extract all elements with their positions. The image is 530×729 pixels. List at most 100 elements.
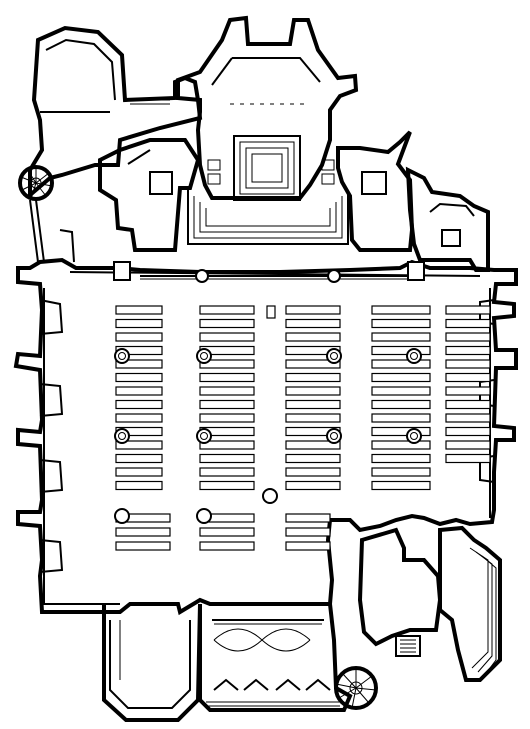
pew-inner-right-12: [371, 453, 431, 464]
west-entrance-tower: [102, 603, 202, 722]
southeast-sacristy: [405, 166, 490, 272]
northwest-tower: [28, 25, 203, 200]
nave-pillars: [114, 348, 422, 524]
pew-inner-right-9: [371, 413, 431, 423]
pew-outer-left-2: [115, 318, 163, 329]
pew-center-11: [285, 440, 341, 450]
pew-inner-right-3: [371, 332, 431, 342]
pew-inner-right-14: [371, 480, 431, 491]
pew-outer-right-12: [445, 453, 491, 464]
nave-pillar-3: [326, 348, 342, 364]
pew-center-12: [285, 453, 341, 464]
nave-pillar-core-7: [330, 432, 338, 440]
rear-pew-3-1: [285, 513, 331, 523]
pew-center-14: [285, 480, 341, 491]
nave-pillar-5: [114, 428, 130, 444]
pew-center-6: [285, 372, 341, 383]
pew-outer-right-5: [445, 359, 491, 369]
nave-pillar-core-4: [410, 352, 418, 360]
pew-inner-right-2: [371, 318, 431, 329]
pew-outer-left-9: [115, 413, 163, 423]
nave-pillar-1: [114, 348, 130, 364]
pew-inner-left-6: [199, 372, 255, 383]
nave-pillar-core-8: [410, 432, 418, 440]
pew-outer-right-1: [445, 305, 491, 315]
rear-pillar-1: [114, 508, 130, 524]
pew-inner-left-11: [199, 440, 255, 450]
pew-outer-right-9: [445, 413, 491, 423]
rear-pew-1-3: [115, 541, 171, 551]
pew-inner-left-5: [199, 359, 255, 369]
pew-inner-right-11: [371, 440, 431, 450]
pew-inner-left-9: [199, 413, 255, 423]
narthex: [198, 603, 353, 712]
pew-outer-right-10: [445, 426, 491, 437]
pew-center-13: [285, 467, 341, 477]
pew-outer-right-7: [445, 386, 491, 396]
pews: [115, 305, 491, 551]
rear-pillar-2: [196, 508, 212, 524]
northwest-spiral-stair: [18, 165, 54, 201]
pew-inner-right-8: [371, 399, 431, 410]
pew-inner-right-6: [371, 372, 431, 383]
chancel-rail: [113, 261, 425, 283]
rear-pew-3-2: [285, 527, 331, 537]
rear-pew-3-3: [285, 541, 331, 551]
nave-pillar-core-1: [118, 352, 126, 360]
pew-center-9: [285, 413, 341, 423]
pew-center-8: [285, 399, 341, 410]
pew-inner-right-4: [371, 345, 431, 356]
pew-center-1: [285, 305, 341, 315]
nave-pillar-7: [326, 428, 342, 444]
pew-inner-right-1: [371, 305, 431, 315]
pew-outer-left-7: [115, 386, 163, 396]
pew-inner-right-13: [371, 467, 431, 477]
north-side-chapel: [98, 138, 221, 252]
pew-inner-left-7: [199, 386, 255, 396]
pew-inner-left-3: [199, 332, 255, 342]
pew-outer-left-5: [115, 359, 163, 369]
nave-pillar-6: [196, 428, 212, 444]
pew-inner-left-2: [199, 318, 255, 329]
rear-pew-2-2: [199, 527, 255, 537]
pew-outer-left-13: [115, 467, 163, 477]
southeast-porch: [357, 525, 502, 682]
lectern: [266, 305, 276, 319]
pew-center-4: [285, 345, 341, 356]
apse: [176, 15, 359, 200]
pew-outer-left-4: [115, 345, 163, 356]
pew-inner-left-12: [199, 453, 255, 464]
pew-outer-left-8: [115, 399, 163, 410]
chancel-steps: [187, 190, 349, 245]
nave-pillar-core-6: [200, 432, 208, 440]
pew-inner-right-10: [371, 426, 431, 437]
pew-inner-left-14: [199, 480, 255, 491]
baptismal-font: [262, 488, 278, 504]
pew-center-2: [285, 318, 341, 329]
pew-outer-right-3: [445, 332, 491, 342]
pew-outer-left-14: [115, 480, 163, 491]
pew-center-5: [285, 359, 341, 369]
nave-pillar-8: [406, 428, 422, 444]
pew-inner-left-1: [199, 305, 255, 315]
pew-outer-left-11: [115, 440, 163, 450]
pew-outer-right-4: [445, 345, 491, 356]
nave-pillar-2: [196, 348, 212, 364]
nave-pillar-core-5: [118, 432, 126, 440]
rear-pew-1-2: [115, 527, 171, 537]
pew-center-7: [285, 386, 341, 396]
pew-outer-right-8: [445, 399, 491, 410]
pew-center-3: [285, 332, 341, 342]
nave-pillar-core-2: [200, 352, 208, 360]
pew-inner-right-7: [371, 386, 431, 396]
pew-inner-left-8: [199, 399, 255, 410]
altar-platform: [233, 135, 301, 201]
southwest-spiral-stair: [334, 666, 378, 710]
nave-pillar-4: [406, 348, 422, 364]
rear-pew-2-3: [199, 541, 255, 551]
pew-inner-right-5: [371, 359, 431, 369]
pew-outer-right-2: [445, 318, 491, 329]
west-buttresses: [39, 299, 64, 573]
pew-outer-left-6: [115, 372, 163, 383]
